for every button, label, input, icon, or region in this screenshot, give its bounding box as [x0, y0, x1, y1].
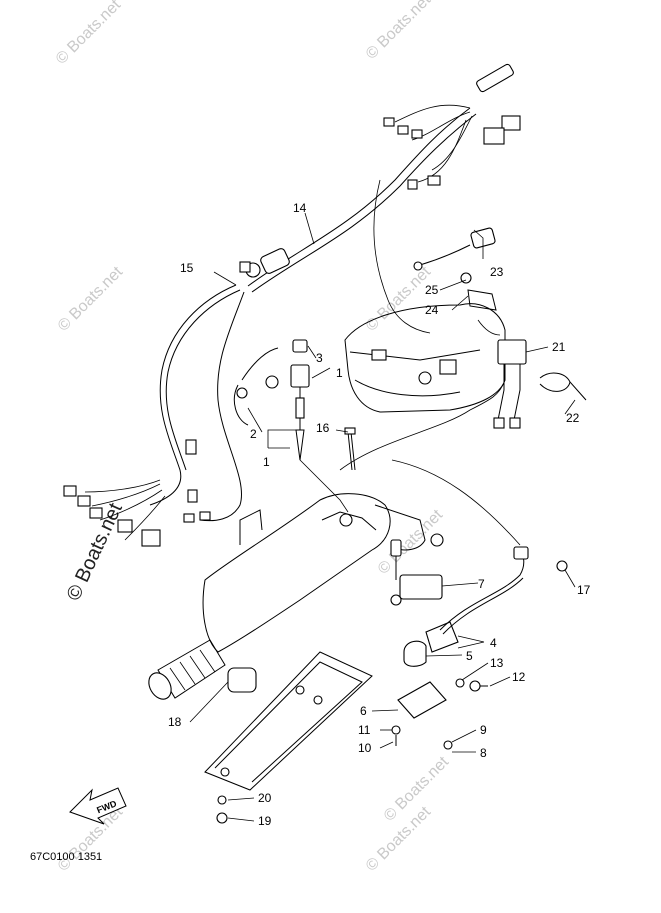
tiller-handle — [148, 493, 444, 700]
callout-20: 20 — [258, 791, 272, 805]
callout-12: 12 — [512, 670, 526, 684]
callout-8: 8 — [480, 746, 487, 760]
callouts: 1 1 2 3 4 5 6 7 8 9 10 11 12 13 14 15 16… — [168, 201, 591, 828]
sub-wire-harness — [63, 261, 251, 547]
callout-24: 24 — [425, 303, 439, 317]
callout-1a: 1 — [263, 455, 270, 469]
callout-6: 6 — [360, 704, 367, 718]
callout-23: 23 — [490, 265, 504, 279]
watermark-mid-right: © Boats.net — [363, 263, 435, 335]
callout-9: 9 — [480, 723, 487, 737]
watermark-mid-left: © Boats.net — [55, 263, 127, 335]
callout-18: 18 — [168, 715, 182, 729]
callout-21: 21 — [552, 340, 566, 354]
callout-25: 25 — [425, 283, 439, 297]
callout-5: 5 — [466, 649, 473, 663]
callout-4: 4 — [490, 636, 497, 650]
callout-17: 17 — [577, 583, 591, 597]
bottom-bracket — [204, 651, 373, 791]
watermark-top-left: © Boats.net — [53, 0, 125, 68]
callout-3: 3 — [316, 351, 323, 365]
callout-10: 10 — [358, 741, 372, 755]
watermark-top-right: © Boats.net — [363, 0, 435, 63]
cable-tie-16 — [344, 427, 356, 471]
fwd-arrow: FWD — [69, 787, 127, 825]
leader-lines — [189, 212, 576, 822]
main-wire-harness — [245, 63, 521, 293]
start-switch-parts — [216, 539, 568, 824]
callout-13: 13 — [490, 656, 504, 670]
callout-15: 15 — [180, 261, 194, 275]
callout-7: 7 — [478, 577, 485, 591]
right-side-components — [413, 227, 587, 429]
callout-2: 2 — [250, 427, 257, 441]
callout-1b: 1 — [336, 366, 343, 380]
callout-16: 16 — [316, 421, 330, 435]
callout-19: 19 — [258, 814, 272, 828]
wire-runs — [299, 179, 521, 546]
diagram-code: 67C0100 1351 — [30, 851, 102, 863]
callout-22: 22 — [566, 411, 580, 425]
bottom-cowling — [344, 303, 506, 413]
engine-stop-switch — [233, 339, 310, 461]
callout-14: 14 — [293, 201, 307, 215]
callout-11: 11 — [358, 723, 371, 737]
